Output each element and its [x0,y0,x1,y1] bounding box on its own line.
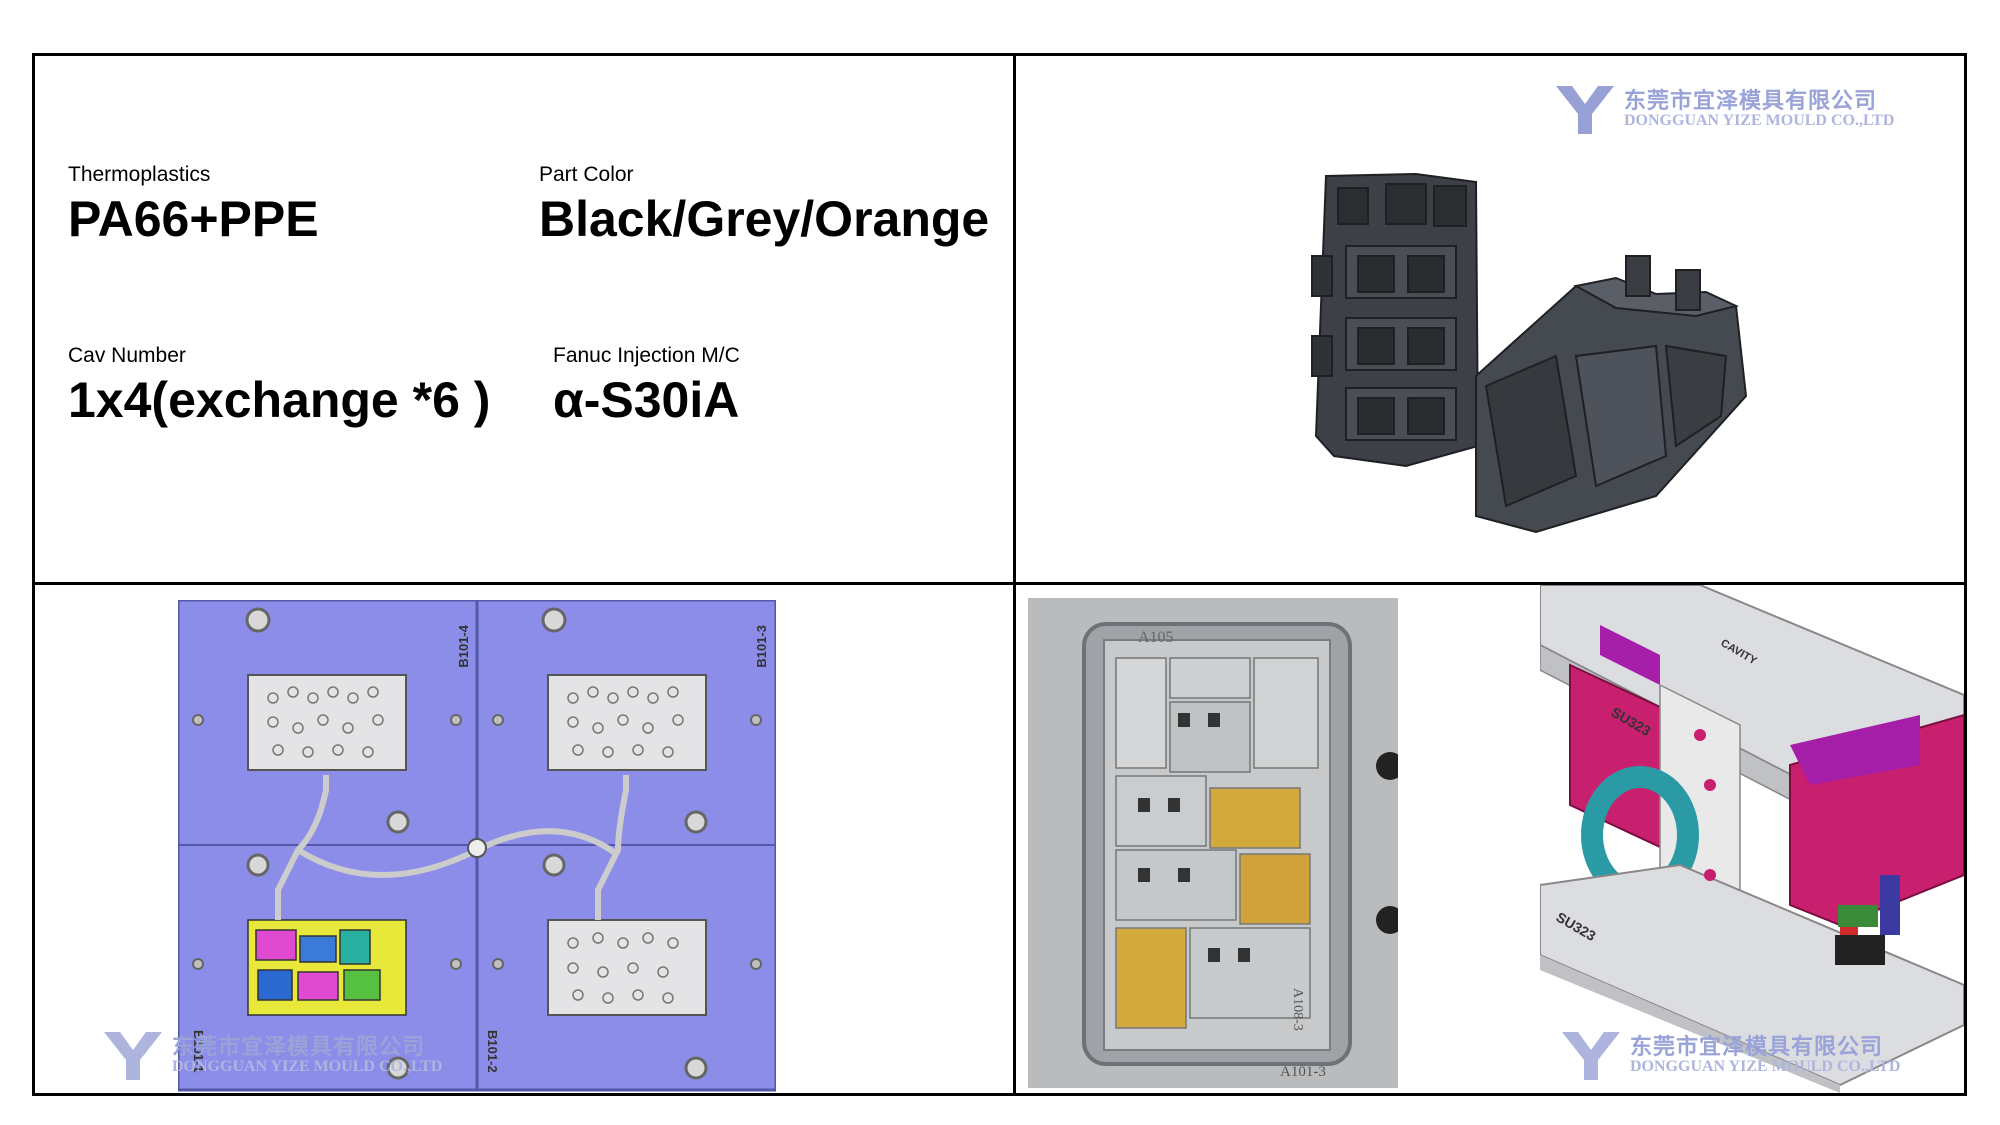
cavity-value: 1x4(exchange *6 ) [68,372,491,428]
layout-label-tr: B101-3 [754,625,769,668]
mold-insert-photo: A105 A101-3 A108-3 [1028,598,1398,1088]
colored-insert [247,919,407,1016]
connector-part-right [1475,255,1748,534]
watermark-bottom-right: 东莞市宜泽模具有限公司 DONGGUAN YIZE MOULD CO.,LTD [1562,1032,1900,1080]
insert-label-bottom: A101-3 [1280,1064,1326,1080]
watermark-bottom-left: 东莞市宜泽模具有限公司 DONGGUAN YIZE MOULD CO.,LTD [104,1032,442,1080]
layout-label-tl: B101-4 [456,624,471,667]
part-render-image [1311,172,1748,534]
watermark-company-cn: 东莞市宜泽模具有限公司 [172,1034,426,1061]
layout-plate-drawing: B101-4 B101-3 B101-1 B101-2 [178,600,776,1092]
connector-part-left [1311,172,1480,468]
material-value: PA66+PPE [68,191,319,247]
yize-logo-icon [1556,86,1614,134]
watermark-company-en: DONGGUAN YIZE MOULD CO.,LTD [1630,1058,1901,1076]
slide-frame [32,53,1967,1096]
vertical-divider [1013,53,1016,1096]
mold-3d-render: SU323 SU323 CAVITY [1540,585,1964,1093]
machine-label: Fanuc Injection M/C [553,344,740,367]
insert-label-top: A105 [1138,629,1174,646]
color-value: Black/Grey/Orange [539,191,990,247]
layout-label-br: B101-2 [485,1030,500,1073]
yize-logo-icon [1562,1032,1620,1080]
watermark-company-cn: 东莞市宜泽模具有限公司 [1630,1034,1884,1061]
watermark-company-en: DONGGUAN YIZE MOULD CO.,LTD [1624,112,1895,130]
watermark-top-right: 东莞市宜泽模具有限公司 DONGGUAN YIZE MOULD CO.,LTD [1556,86,1894,134]
cavity-label: Cav Number [68,344,186,367]
color-label: Part Color [539,163,634,186]
material-label: Thermoplastics [68,163,211,186]
machine-value: α-S30iA [553,372,740,428]
layout-label-bl: B101-1 [191,1030,206,1073]
yize-logo-icon [104,1032,162,1080]
horizontal-divider [32,582,1967,585]
watermark-company-en: DONGGUAN YIZE MOULD CO.,LTD [172,1058,443,1076]
watermark-company-cn: 东莞市宜泽模具有限公司 [1624,88,1878,115]
insert-label-side: A108-3 [1290,988,1305,1031]
